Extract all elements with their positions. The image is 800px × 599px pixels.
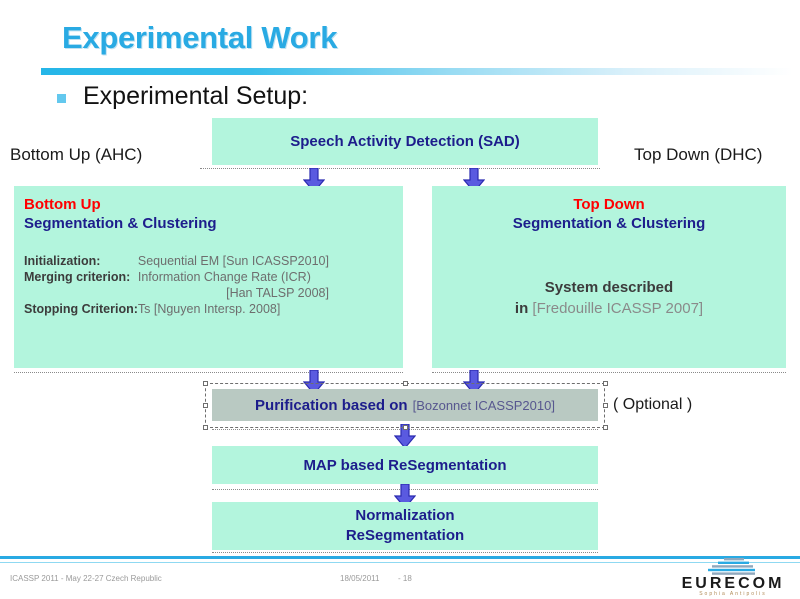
resize-handle-nw[interactable]	[203, 381, 208, 386]
box-purification-citation: [Bozonnet ICASSP2010]	[412, 397, 555, 413]
resize-handle-ne[interactable]	[603, 381, 608, 386]
box-map-based-resegmentation[interactable]: MAP based ReSegmentation	[212, 446, 598, 484]
arrow-down-topdown-to-purification	[463, 370, 485, 395]
divider-line-normalization	[212, 552, 598, 554]
box-purification[interactable]: Purification based on [Bozonnet ICASSP20…	[212, 389, 598, 421]
bullet-square-icon	[57, 94, 66, 103]
logo-tagline: Sophia Antipolis	[699, 591, 767, 597]
topdown-body-line2-strong: in	[514, 300, 529, 317]
topdown-body-line2-citation: [Fredouille ICASSP 2007]	[532, 300, 704, 317]
topdown-body-line1: System described	[544, 279, 674, 296]
divider-line-bottomup	[14, 372, 403, 374]
footer-rule-secondary	[0, 562, 800, 563]
row-key: Merging criterion:	[24, 270, 131, 284]
table-row: Merging criterion: Information Change Ra…	[24, 269, 329, 285]
row-value: Ts [Nguyen Intersp. 2008]	[137, 302, 281, 316]
row-value-continued: [Han TALSP 2008]	[138, 285, 329, 301]
box-speech-activity-detection[interactable]: Speech Activity Detection (SAD)	[212, 118, 598, 165]
resize-handle-e[interactable]	[603, 403, 608, 408]
page-title: Experimental Work	[62, 20, 338, 55]
label-bottom-up-ahc: Bottom Up (AHC)	[10, 145, 143, 164]
box-topdown-heading-red: Top Down	[573, 196, 645, 213]
label-optional: ( Optional )	[613, 396, 693, 413]
logo-wordmark: EURECOM	[681, 575, 785, 592]
box-normalization-label: Normalization ReSegmentation	[346, 506, 464, 546]
footer-page-number: - 18	[398, 574, 412, 583]
box-topdown-heading-blue: Segmentation & Clustering	[512, 215, 706, 232]
resize-handle-sw[interactable]	[203, 425, 208, 430]
resize-handle-w[interactable]	[203, 403, 208, 408]
footer-rule-primary	[0, 556, 800, 559]
label-top-down-dhc: Top Down (DHC)	[634, 145, 763, 164]
box-normalization-line1: Normalization	[355, 507, 455, 524]
arrow-down-bottomup-to-purification	[303, 370, 325, 395]
box-map-label: MAP based ReSegmentation	[303, 456, 507, 474]
footer-conference-text: ICASSP 2011 - May 22-27 Czech Republic	[10, 574, 162, 583]
bullet-row: Experimental Setup:	[57, 82, 308, 111]
row-key: Stopping Criterion:	[24, 302, 138, 316]
topdown-body-line2: in [Fredouille ICASSP 2007]	[440, 298, 778, 319]
box-bottomup-heading-red: Bottom Up	[24, 196, 101, 213]
logo-bars-icon	[708, 558, 755, 575]
resize-handle-n[interactable]	[403, 381, 408, 386]
box-bottom-up-segmentation-clustering[interactable]: Bottom Up Segmentation & Clustering Init…	[14, 186, 403, 368]
box-top-down-segmentation-clustering[interactable]: Top Down Segmentation & Clustering Syste…	[432, 186, 786, 368]
divider-line-sad	[200, 168, 600, 170]
row-value: Information Change Rate (ICR)	[137, 270, 311, 284]
row-key-empty	[24, 285, 138, 301]
table-row: [Han TALSP 2008]	[24, 285, 329, 301]
resize-handle-se[interactable]	[603, 425, 608, 430]
arrow-down-purification-to-map	[394, 424, 416, 449]
table-row: Stopping Criterion: Ts [Nguyen Intersp. …	[24, 301, 329, 317]
footer-date-text: 18/05/2011	[340, 574, 380, 583]
box-purification-label: Purification based on	[255, 396, 408, 414]
bullet-label: Experimental Setup:	[83, 82, 309, 110]
row-value-cont-text: [Han TALSP 2008]	[226, 286, 329, 300]
box-normalization-line2: ReSegmentation	[345, 527, 465, 544]
row-key: Initialization:	[24, 254, 101, 268]
divider-line-topdown	[432, 372, 786, 374]
table-row: Initialization: Sequential EM [Sun ICASS…	[24, 253, 329, 269]
row-value: Sequential EM [Sun ICASSP2010]	[137, 254, 329, 268]
eurecom-logo: EURECOM Sophia Antipolis	[676, 558, 790, 597]
box-normalization-resegmentation[interactable]: Normalization ReSegmentation	[212, 502, 598, 550]
title-underline-gradient	[41, 68, 793, 75]
bottomup-detail-table: Initialization: Sequential EM [Sun ICASS…	[24, 253, 329, 317]
box-sad-label: Speech Activity Detection (SAD)	[290, 133, 520, 150]
box-topdown-body: System described in [Fredouille ICASSP 2…	[440, 277, 778, 319]
box-bottomup-heading-blue: Segmentation & Clustering	[24, 215, 217, 232]
